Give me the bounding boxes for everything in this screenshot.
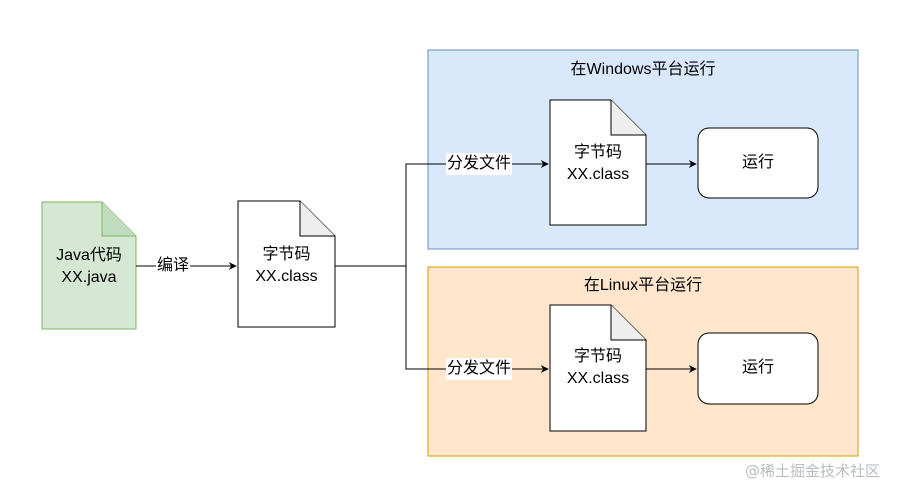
windows-zone-title: 在Windows平台运行	[570, 61, 716, 78]
linux-dispatch-label: 分发文件	[446, 358, 513, 380]
linux-run-box	[697, 332, 819, 405]
windows-file-fold	[610, 100, 646, 136]
source-file-fold	[101, 202, 136, 237]
watermark: @稀土掘金技术社区	[744, 462, 880, 480]
linux-file-fold	[610, 305, 646, 341]
source-file-name: Java代码	[56, 247, 122, 264]
windows-dispatch-label: 分发文件	[446, 153, 513, 175]
windows-run-label: 运行	[741, 154, 774, 171]
windows-file-filename: XX.class	[566, 166, 630, 183]
linux-zone-title: 在Linux平台运行	[583, 277, 703, 294]
bytecode-file-filename: XX.class	[255, 268, 318, 285]
windows-file-name: 字节码	[573, 144, 622, 161]
compile-label: 编译	[156, 255, 191, 277]
windows-run-box	[697, 127, 819, 199]
linux-file-name: 字节码	[573, 348, 622, 365]
linux-file-label: 字节码 XX.class	[550, 346, 646, 390]
bytecode-file-label: 字节码 XX.class	[238, 244, 335, 288]
linux-file-filename: XX.class	[566, 370, 630, 387]
source-file-filename: XX.java	[61, 269, 117, 286]
linux-run-label: 运行	[741, 359, 774, 376]
windows-file-label: 字节码 XX.class	[550, 142, 646, 186]
bytecode-file-name: 字节码	[262, 246, 311, 263]
bytecode-file-fold	[299, 201, 335, 237]
source-file-label: Java代码 XX.java	[42, 245, 136, 289]
